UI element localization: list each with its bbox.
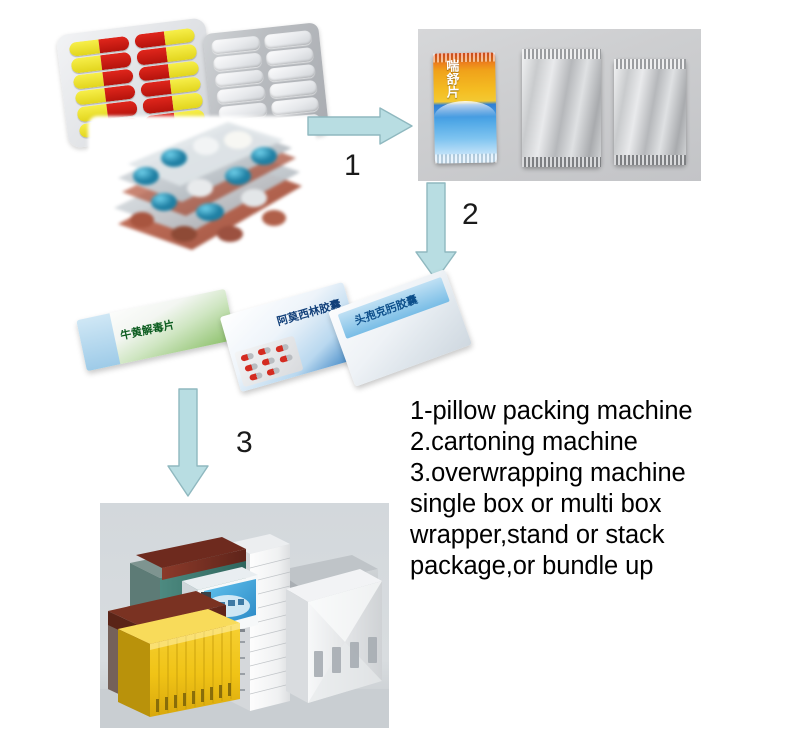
step-number-1: 1	[344, 149, 361, 182]
silver-pillow-pack-wide	[522, 49, 601, 167]
bundles-photo	[100, 503, 389, 728]
pack-crimp-top	[614, 59, 686, 69]
arrow-down-step-3	[167, 388, 209, 497]
pillow-packs-photo: 喘舒片	[418, 29, 701, 181]
pack-crimp-bottom	[614, 155, 686, 165]
step-number-2: 2	[462, 198, 479, 231]
silver-pillow-pack-narrow	[614, 59, 686, 165]
tablet	[216, 85, 266, 105]
tablet	[266, 63, 316, 83]
tablet	[268, 80, 318, 99]
caption-line-6: package,or bundle up	[410, 552, 654, 580]
caption-line-4: single box or multi box	[410, 490, 662, 518]
caption-block: 1-pillow packing machine 2.cartoning mac…	[410, 396, 740, 582]
capsule	[275, 343, 290, 353]
stacked-blisters-art	[114, 122, 302, 250]
capsule	[240, 352, 255, 362]
capsule	[266, 366, 281, 377]
pack-crimp-bottom	[434, 153, 497, 164]
bundles-art	[100, 503, 389, 728]
pack-crimp-top	[522, 49, 601, 59]
tablet	[214, 69, 264, 88]
capsule	[257, 346, 272, 356]
tablet	[212, 52, 262, 71]
caption-line-5: wrapper,stand or stack	[410, 521, 665, 549]
capsule	[248, 371, 264, 382]
pack-crimp-bottom	[522, 157, 601, 167]
capsule	[244, 362, 259, 373]
carton-green: 牛黄解毒片	[76, 288, 236, 372]
capsule	[279, 353, 294, 364]
arrow-down-step-2	[415, 182, 457, 281]
printed-pillow-pack: 喘舒片	[433, 52, 497, 164]
stacked-blisters-photo	[88, 116, 316, 258]
carton-light-blue: 头孢克肟胶囊	[328, 269, 472, 387]
caption-line-2: 2.cartoning machine	[410, 428, 638, 456]
arrow-right-step-1	[307, 107, 413, 145]
caption-line-1: 1-pillow packing machine	[410, 397, 693, 425]
tablet	[265, 46, 314, 66]
capsule	[261, 356, 276, 367]
caption-line-3: 3.overwrapping machine	[410, 459, 686, 487]
step-number-3: 3	[236, 426, 253, 459]
